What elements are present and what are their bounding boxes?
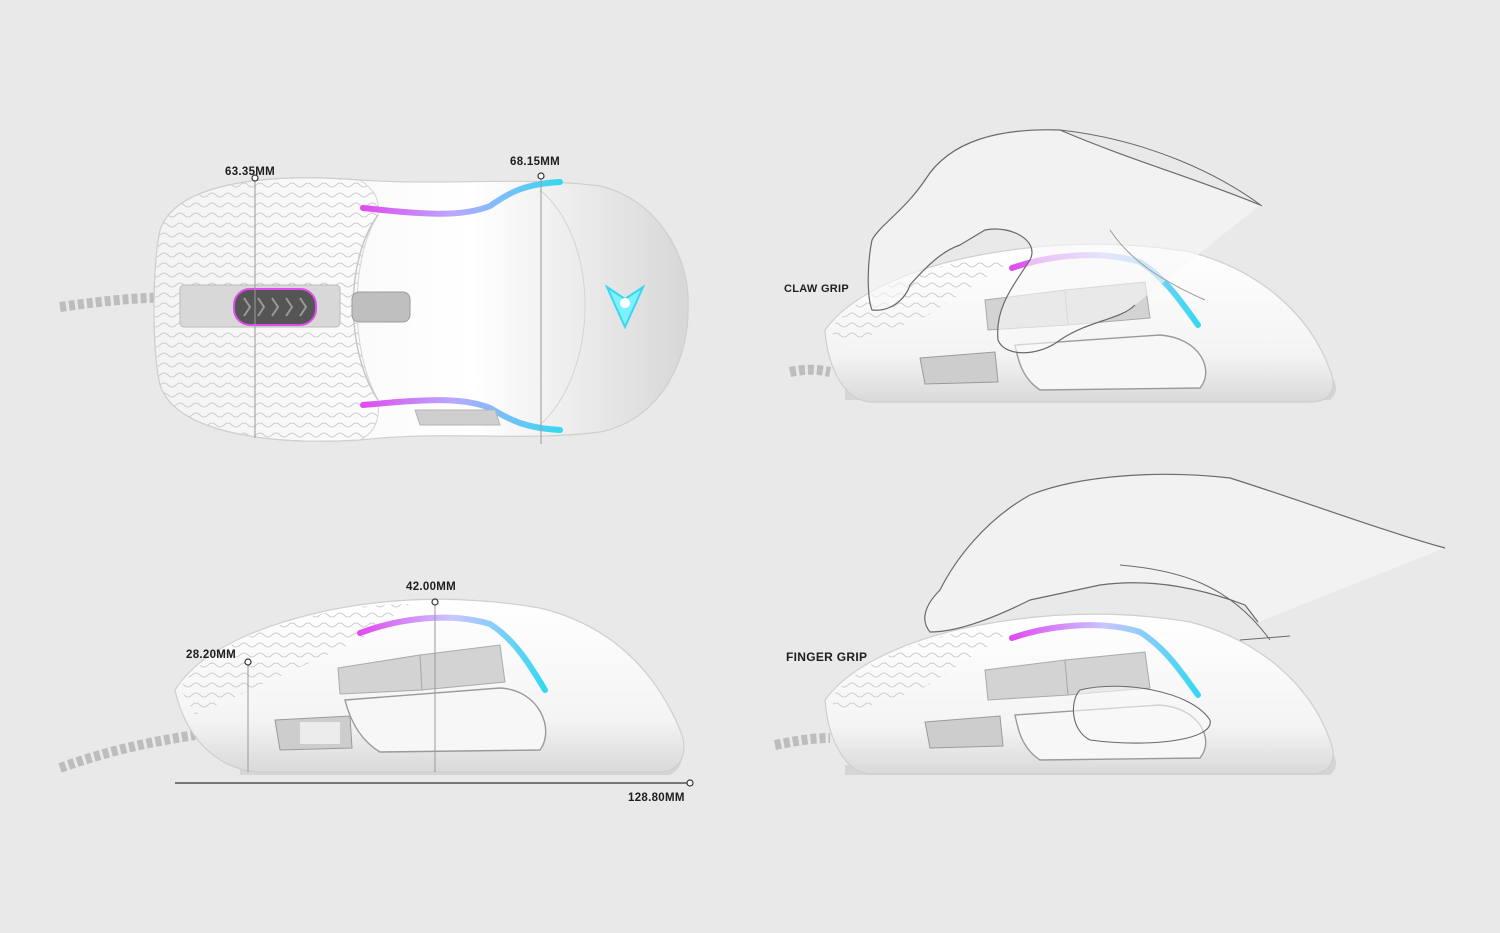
mouse-side-view — [58, 598, 694, 787]
claw-grip-label: CLAW GRIP — [784, 283, 850, 295]
dimension-label-width-top: 63.35MM — [225, 166, 276, 178]
finger-hand-outline — [924, 473, 1446, 633]
mouse-top-view — [59, 172, 689, 444]
finger-grip-label: FINGER GRIP — [786, 650, 868, 664]
scroll-wheel — [233, 288, 317, 326]
claw-hand-outline — [867, 129, 1261, 354]
cable-side — [58, 730, 196, 773]
rgb-strip-finger — [1009, 622, 1201, 698]
dpi-button — [351, 291, 411, 323]
rgb-strip-top — [360, 179, 563, 217]
claw-grip-illustration — [789, 129, 1337, 403]
rgb-strip-side — [357, 614, 548, 693]
dimension-label-length: 128.80MM — [628, 792, 685, 804]
finger-grip-illustration — [774, 473, 1446, 775]
dimension-label-height-peak: 42.00MM — [406, 581, 457, 593]
thumb-rest — [344, 687, 547, 753]
rgb-strip-bottom — [360, 397, 563, 433]
dimension-label-height-rear: 28.20MM — [186, 649, 237, 661]
dimension-label-width-bottom: 68.15MM — [510, 156, 561, 168]
brand-logo — [604, 284, 646, 330]
